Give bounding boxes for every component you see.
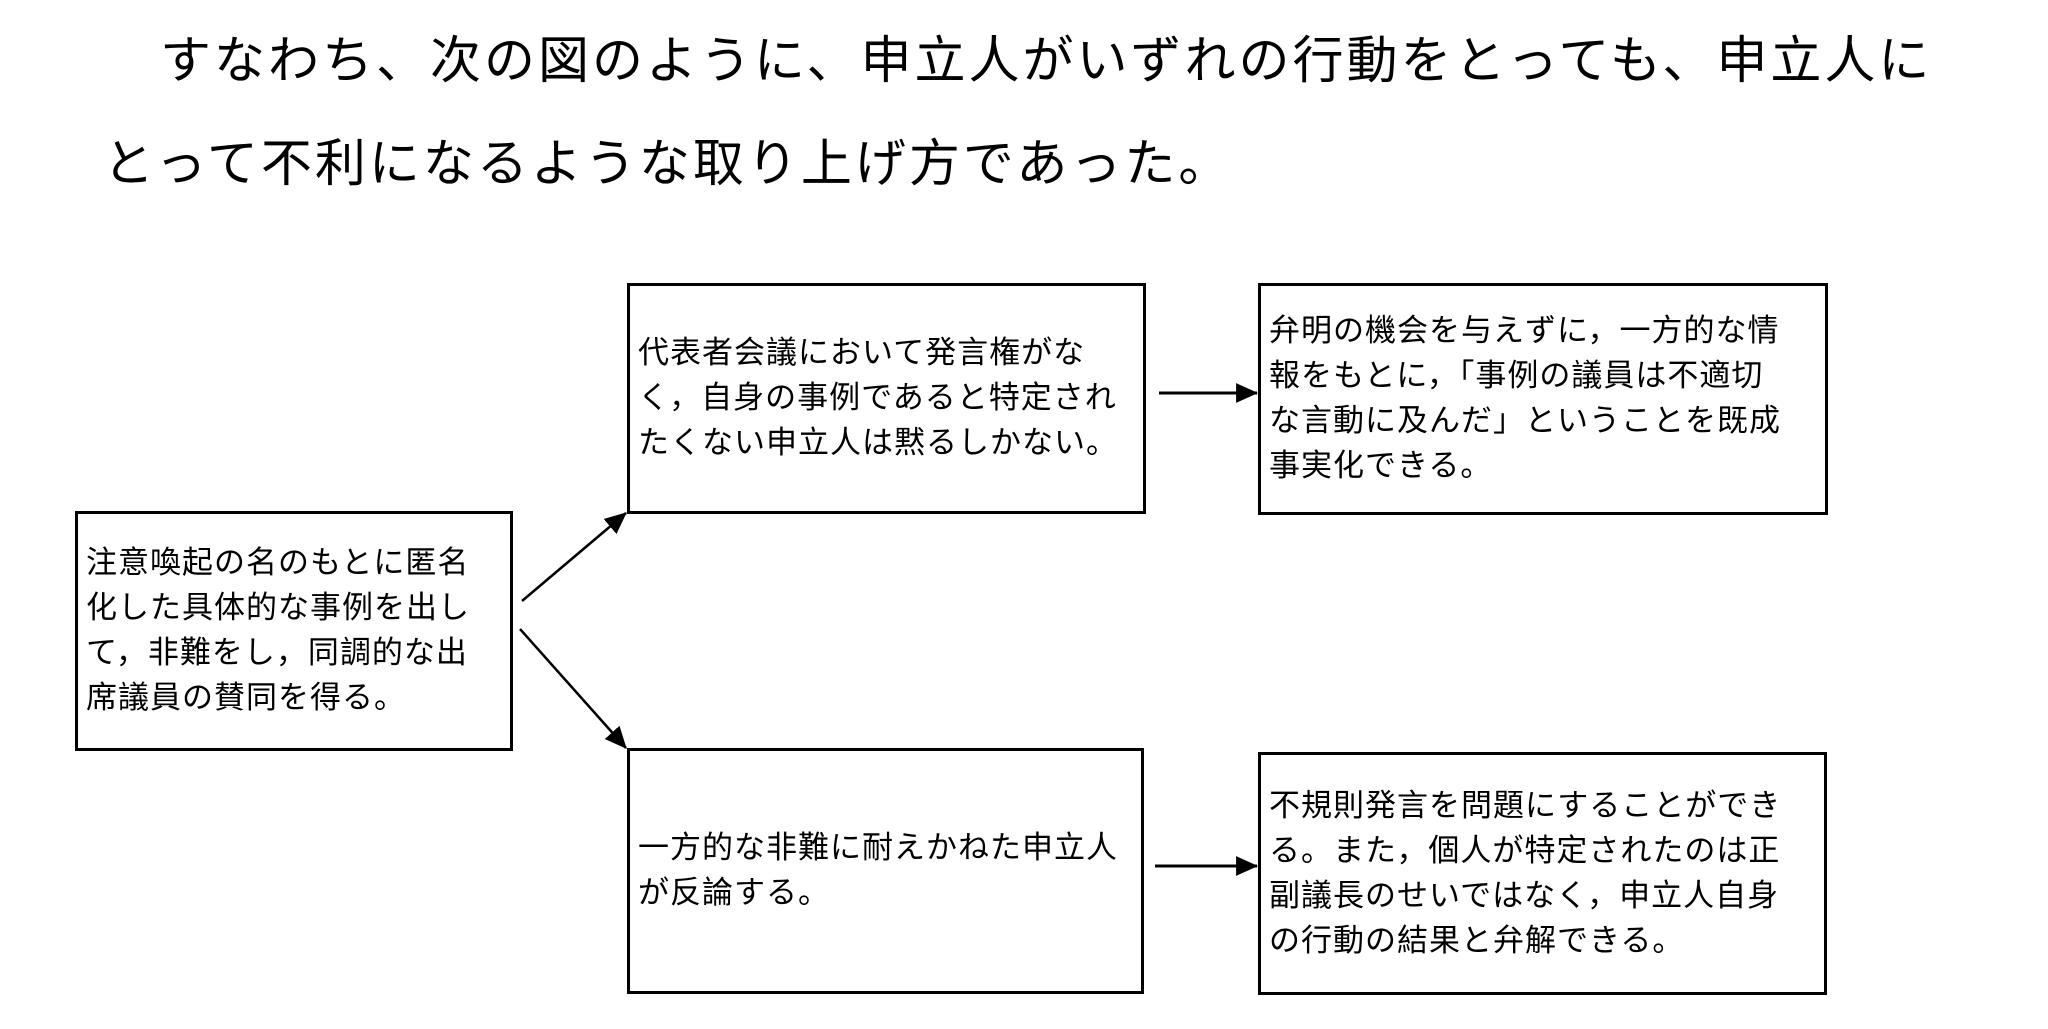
paragraph-line-2: とって不利になるような取り上げ方であった。 <box>103 135 1233 194</box>
flow-box-start: 注意喚起の名のもとに匿名 化した具体的な事例を出し て，非難をし，同調的な出 席… <box>75 511 513 751</box>
flow-box-rebut-text: 一方的な非難に耐えかねた申立人 が反論する。 <box>638 830 1118 911</box>
flow-box-result-silent-text: 弁明の機会を与えずに，一方的な情 報をもとに，「事例の議員は不適切 な言動に及ん… <box>1269 313 1781 484</box>
flow-box-result-rebut: 不規則発言を問題にすることができ る。また，個人が特定されたのは正 副議長のせい… <box>1258 752 1827 995</box>
flow-box-result-rebut-text: 不規則発言を問題にすることができ る。また，個人が特定されたのは正 副議長のせい… <box>1269 787 1782 959</box>
flow-box-start-text: 注意喚起の名のもとに匿名 化した具体的な事例を出し て，非難をし，同調的な出 席… <box>86 545 470 716</box>
flow-box-result-silent: 弁明の機会を与えずに，一方的な情 報をもとに，「事例の議員は不適切 な言動に及ん… <box>1258 283 1828 515</box>
arrow-start-to-silent <box>521 512 627 602</box>
flow-box-silent-text: 代表者会議において発言権がな く，自身の事例であると特定され たくない申立人は黙… <box>638 335 1118 461</box>
flow-box-rebut: 一方的な非難に耐えかねた申立人 が反論する。 <box>627 748 1144 994</box>
arrow-start-to-rebut <box>519 628 627 749</box>
paragraph-line-1: すなわち、次の図のように、申立人がいずれの行動をとっても、申立人に <box>160 32 1933 91</box>
flow-box-silent: 代表者会議において発言権がな く，自身の事例であると特定され たくない申立人は黙… <box>627 283 1146 514</box>
